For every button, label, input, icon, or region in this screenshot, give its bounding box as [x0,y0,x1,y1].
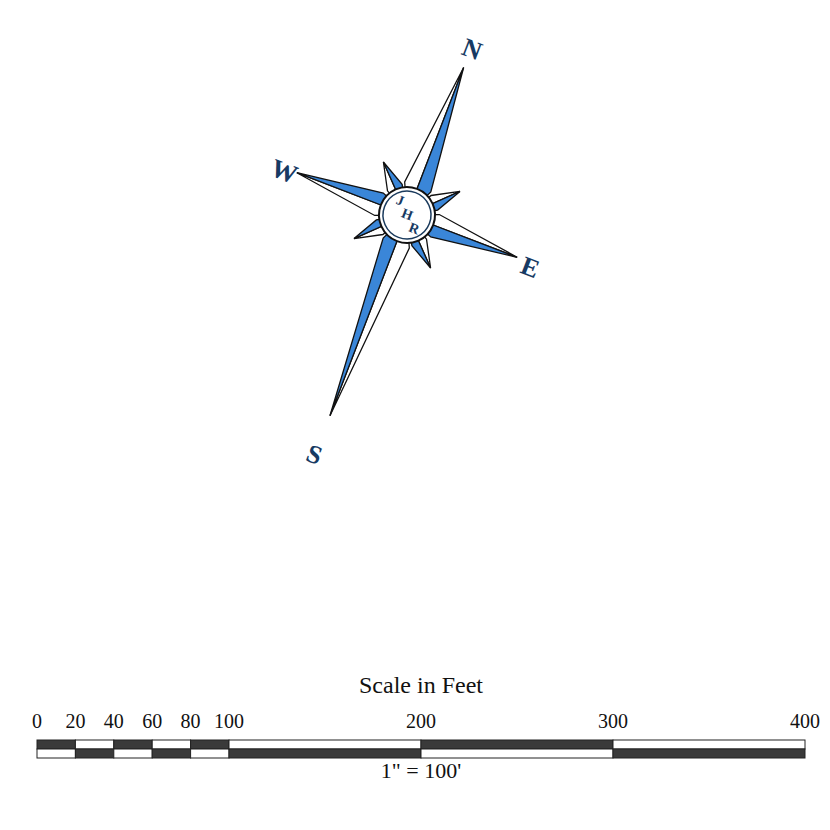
compass-point-light [330,215,420,421]
scale-ratio: 1" = 100' [381,760,461,782]
scale-segment [421,749,613,758]
scale-segment [229,740,421,749]
compass-point-blue [317,210,407,416]
scale-segment [75,740,113,749]
compass-rose [220,25,574,458]
scale-segment [114,740,152,749]
scale-segment [37,740,75,749]
compass-letter: E [517,253,543,283]
scale-number: 80 [181,711,201,731]
scale-number: 20 [65,711,85,731]
scale-segment [613,749,805,758]
compass-inner-ring [376,184,438,246]
compass-ring [371,179,443,251]
scale-segment [75,749,113,758]
scale-segment [421,740,613,749]
scale-number: 60 [142,711,162,731]
scale-number: 40 [104,711,124,731]
scale-title: Scale in Feet [359,673,483,697]
compass-letter: S [303,440,326,469]
scale-segment [37,749,75,758]
scale-segment [152,740,190,749]
scale-number: 400 [790,711,820,731]
scale-number: 200 [406,711,436,731]
scale-bar [37,740,805,758]
scale-segment [191,740,229,749]
scale-segment [613,740,805,749]
scale-segment [229,749,421,758]
scale-number: 300 [598,711,628,731]
scale-segment [191,749,229,758]
compass-letter: N [459,34,486,65]
compass-letter: W [267,155,301,189]
scale-segment [152,749,190,758]
scale-number: 100 [214,711,244,731]
scale-segment [114,749,152,758]
scale-number: 0 [32,711,42,731]
